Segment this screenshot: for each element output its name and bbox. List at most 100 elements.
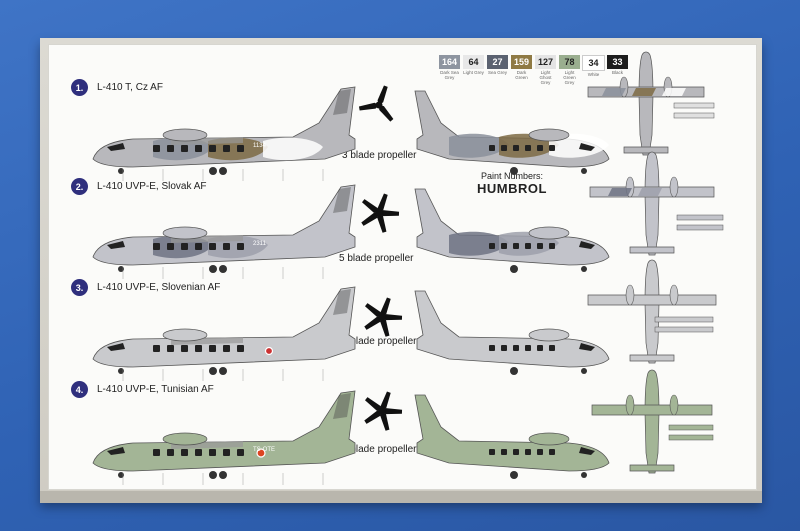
variant-row-4: 4. L-410 UVP-E, Tunisian AF 5 blade prop… bbox=[49, 373, 756, 473]
propeller-label: 5 blade propeller bbox=[342, 336, 417, 347]
engine-nacelle bbox=[625, 284, 635, 306]
camo-patch bbox=[263, 137, 323, 161]
window bbox=[537, 243, 543, 249]
window bbox=[489, 345, 495, 351]
main-wheel bbox=[209, 167, 217, 175]
propeller-blade bbox=[379, 105, 394, 122]
tailplane bbox=[629, 464, 675, 472]
cockpit-window bbox=[579, 447, 595, 455]
swatch-number: 159 bbox=[511, 55, 532, 69]
propeller-hub bbox=[375, 101, 383, 109]
engine-nacelle bbox=[162, 128, 208, 142]
fuselage bbox=[414, 290, 610, 368]
window bbox=[525, 345, 531, 351]
window bbox=[153, 243, 160, 250]
window bbox=[525, 243, 531, 249]
propeller-label: 5 blade propeller bbox=[342, 444, 417, 455]
propeller-blade bbox=[382, 314, 403, 321]
propeller-hub bbox=[375, 209, 383, 217]
wing-panel bbox=[668, 434, 714, 441]
window bbox=[237, 345, 244, 352]
window bbox=[537, 145, 543, 151]
propeller-blade bbox=[380, 411, 390, 431]
top-view bbox=[591, 369, 713, 474]
tailplane bbox=[629, 246, 675, 254]
top-view bbox=[589, 151, 715, 256]
window bbox=[501, 145, 507, 151]
main-wheel bbox=[510, 265, 518, 273]
variant-label: L-410 UVP-E, Slovenian AF bbox=[97, 282, 221, 293]
top-fuselage bbox=[644, 369, 660, 474]
engine-nacelle bbox=[528, 432, 570, 446]
box-edge bbox=[40, 491, 762, 503]
swatch-name: Dark Green bbox=[515, 70, 528, 80]
fuselage bbox=[92, 286, 356, 368]
wing-detail bbox=[673, 102, 715, 119]
main-wheel bbox=[219, 367, 227, 375]
top-fuselage bbox=[644, 259, 660, 364]
propeller-blade bbox=[380, 317, 390, 337]
window bbox=[237, 243, 244, 250]
swatch-number: 33 bbox=[607, 55, 628, 69]
window bbox=[537, 345, 543, 351]
camo-patch bbox=[632, 88, 656, 96]
window bbox=[537, 449, 543, 455]
window bbox=[209, 243, 216, 250]
window bbox=[549, 243, 555, 249]
fuselage bbox=[92, 390, 356, 472]
main-wheel bbox=[209, 265, 217, 273]
window bbox=[209, 145, 216, 152]
tailplane bbox=[623, 146, 669, 154]
nose-wheel bbox=[118, 368, 124, 374]
variant-label: L-410 T, Cz AF bbox=[97, 82, 163, 93]
wing-detail bbox=[668, 424, 714, 441]
top-fuselage bbox=[644, 151, 660, 256]
window bbox=[167, 449, 174, 456]
window bbox=[223, 243, 230, 250]
nose-wheel bbox=[118, 472, 124, 478]
window bbox=[549, 345, 555, 351]
window bbox=[167, 145, 174, 152]
propeller-hub bbox=[378, 407, 386, 415]
camo-patch bbox=[638, 188, 662, 196]
nose-wheel bbox=[581, 368, 587, 374]
main-wheel bbox=[219, 167, 227, 175]
cockpit-window bbox=[107, 241, 125, 249]
variant-number: 4. bbox=[71, 381, 88, 398]
camo-patch bbox=[662, 88, 686, 96]
camo-patch bbox=[602, 88, 626, 96]
window bbox=[181, 243, 188, 250]
propeller-blade bbox=[377, 213, 387, 233]
propeller-blade bbox=[365, 303, 382, 317]
propeller-label: 3 blade propeller bbox=[342, 150, 417, 161]
swatch-name: Light Grey bbox=[463, 70, 484, 75]
wing-panel bbox=[676, 214, 724, 221]
nose-wheel bbox=[581, 168, 587, 174]
window bbox=[237, 449, 244, 456]
camo-patch bbox=[449, 133, 509, 158]
cockpit-window bbox=[579, 241, 595, 249]
window bbox=[209, 345, 216, 352]
top-view bbox=[587, 259, 717, 364]
main-wheel bbox=[510, 471, 518, 479]
window bbox=[513, 145, 519, 151]
window bbox=[209, 449, 216, 456]
wing-panel bbox=[668, 424, 714, 431]
engine-nacelle bbox=[528, 226, 570, 240]
cockpit-window bbox=[107, 143, 125, 151]
camo-patch bbox=[549, 133, 609, 158]
window bbox=[223, 449, 230, 456]
paint-numbers-title: Paint Numbers: bbox=[480, 171, 543, 181]
swatch-number: 78 bbox=[559, 55, 580, 69]
propeller-blade bbox=[377, 85, 388, 105]
fin-marking bbox=[333, 289, 351, 315]
window bbox=[549, 145, 555, 151]
propeller-blade bbox=[365, 397, 382, 411]
window bbox=[489, 449, 495, 455]
cockpit-window bbox=[107, 343, 125, 351]
